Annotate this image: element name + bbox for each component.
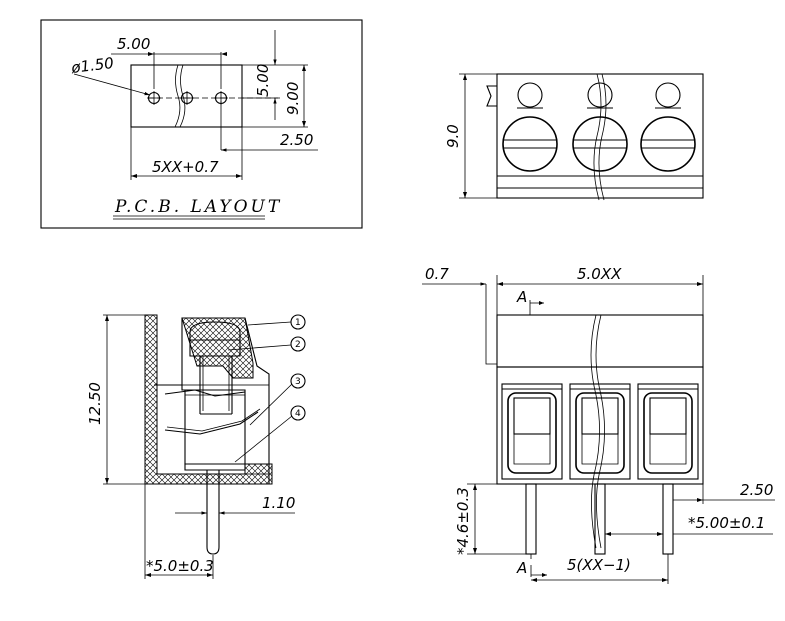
pcb-hole-dia-label: ø1.50: [69, 54, 114, 77]
front-pin-2: [594, 483, 606, 555]
callout-1-number: 1: [295, 318, 301, 328]
pcb-layout-title: P.C.B. LAYOUT: [114, 197, 282, 217]
pcb-height-outer-label: 9.00: [284, 82, 302, 115]
front-offset-label: 0.7: [425, 265, 449, 283]
front-compartment-1: [501, 383, 563, 480]
callout-2-number: 2: [295, 340, 301, 350]
callout-3-number: 3: [295, 377, 301, 387]
top-screw-hole-3: [655, 82, 681, 109]
side-height-label: 12.50: [86, 382, 104, 425]
top-screw-hole-2: [587, 82, 613, 109]
top-wire-entry-3: [640, 116, 696, 172]
front-pitch-label: *5.00±0.1: [688, 514, 765, 532]
top-wire-entry-2: [572, 116, 628, 172]
pcb-pitch-label: 5.00: [117, 35, 150, 53]
top-view: 9.0: [444, 73, 704, 201]
front-compartment-2: [569, 383, 631, 480]
callout-4-number: 4: [295, 409, 301, 419]
side-pin-width-label: 1.10: [262, 494, 295, 512]
top-wire-entry-1: [502, 116, 558, 172]
front-compartment-3: [637, 383, 699, 480]
callout-2: 2: [227, 336, 306, 352]
top-view-height-label: 9.0: [444, 124, 462, 148]
pcb-layout-panel: 5.00 ø1.50 5.00 9.00 2.50 5XX+0.7 P.C.B.…: [40, 19, 363, 229]
front-pin-3: [662, 483, 674, 555]
front-total-width-label: 5.0XX: [577, 265, 622, 283]
front-pin-length-label: *4.6±0.3: [454, 487, 472, 555]
front-edge-offset-label: 2.50: [740, 481, 773, 499]
pcb-edge-offset-label: 2.50: [280, 131, 313, 149]
side-pin-length-label: *5.0±0.3: [146, 557, 214, 575]
callout-4: 4: [234, 405, 306, 463]
top-screw-hole-1: [517, 82, 543, 109]
callout-3: 3: [249, 373, 306, 426]
pcb-total-width-label: 5XX+0.7: [152, 158, 219, 176]
section-label-bottom: A: [516, 559, 527, 577]
pcb-height-inner-label: 5.00: [254, 64, 272, 97]
callout-1: 1: [247, 314, 306, 330]
section-label-top: A: [516, 288, 527, 306]
side-section-view: 1 2 3 4 12.50 1.10 *5.0±0.3: [86, 314, 306, 579]
front-span-label: 5(XX−1): [567, 556, 631, 574]
front-pin-1: [525, 483, 537, 555]
front-view: A A 0.7 5.0XX *4.6±0.3 2.50 *5.00±0.1 5(…: [422, 265, 775, 584]
